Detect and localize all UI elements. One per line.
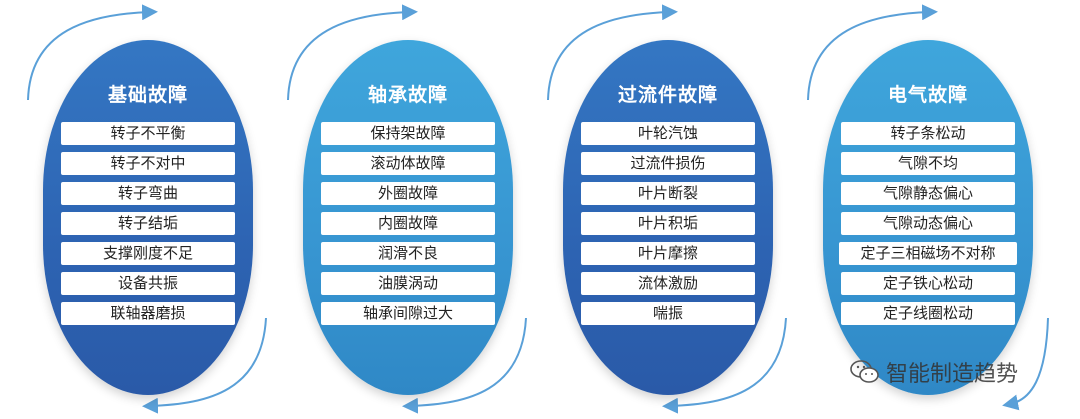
arc-top-1	[27, 4, 158, 101]
wechat-icon	[850, 360, 879, 383]
list-item: 定子三相磁场不对称	[839, 242, 1017, 265]
card-flow-part-faults: 过流件故障 叶轮汽蚀 过流件损伤 叶片断裂 叶片积垢 叶片摩擦 流体激励 喘振	[563, 40, 773, 395]
list-item: 叶片断裂	[581, 182, 755, 205]
arc-bottom-4	[1002, 317, 1049, 411]
list-item: 支撑刚度不足	[61, 242, 235, 265]
list-item: 定子线圈松动	[841, 302, 1015, 325]
list-item: 油膜涡动	[321, 272, 495, 295]
list-item: 气隙动态偏心	[841, 212, 1015, 235]
list-item: 保持架故障	[321, 122, 495, 145]
list-item: 定子铁心松动	[841, 272, 1015, 295]
list-item: 过流件损伤	[581, 152, 755, 175]
list-item: 喘振	[581, 302, 755, 325]
card-title: 过流件故障	[617, 84, 718, 106]
card-title: 基础故障	[107, 84, 188, 106]
arc-top-4	[807, 4, 938, 101]
list-item: 流体激励	[581, 272, 755, 295]
card-basic-faults: 基础故障 转子不平衡 转子不对中 转子弯曲 转子结垢 支撑刚度不足 设备共振 联…	[43, 40, 253, 395]
list-item: 滚动体故障	[321, 152, 495, 175]
list-item: 外圈故障	[321, 182, 495, 205]
watermark: 智能制造趋势	[850, 356, 1018, 388]
watermark-text: 智能制造趋势	[886, 362, 1019, 387]
fault-list: 保持架故障 滚动体故障 外圈故障 内圈故障 润滑不良 油膜涡动 轴承间隙过大	[303, 122, 513, 332]
list-item: 气隙静态偏心	[841, 182, 1015, 205]
list-item: 转子条松动	[841, 122, 1015, 145]
card-bearing-faults: 轴承故障 保持架故障 滚动体故障 外圈故障 内圈故障 润滑不良 油膜涡动 轴承间…	[303, 40, 513, 395]
list-item: 设备共振	[61, 272, 235, 295]
fault-list: 叶轮汽蚀 过流件损伤 叶片断裂 叶片积垢 叶片摩擦 流体激励 喘振	[563, 122, 773, 332]
list-item: 转子不对中	[61, 152, 235, 175]
list-item: 内圈故障	[321, 212, 495, 235]
arc-top-3	[547, 4, 678, 101]
list-item: 气隙不均	[841, 152, 1015, 175]
list-item: 轴承间隙过大	[321, 302, 495, 325]
list-item: 转子弯曲	[61, 182, 235, 205]
card-title: 电气故障	[887, 84, 968, 106]
list-item: 叶片摩擦	[581, 242, 755, 265]
card-electrical-faults: 电气故障 转子条松动 气隙不均 气隙静态偏心 气隙动态偏心 定子三相磁场不对称 …	[823, 40, 1033, 395]
fault-list: 转子条松动 气隙不均 气隙静态偏心 气隙动态偏心 定子三相磁场不对称 定子铁心松…	[823, 122, 1033, 332]
arc-bottom-2	[402, 317, 527, 414]
list-item: 转子结垢	[61, 212, 235, 235]
list-item: 叶轮汽蚀	[581, 122, 755, 145]
arc-bottom-1	[142, 317, 267, 414]
card-title: 轴承故障	[367, 84, 448, 106]
arc-bottom-3	[662, 317, 787, 414]
list-item: 转子不平衡	[61, 122, 235, 145]
list-item: 联轴器磨损	[61, 302, 235, 325]
arc-top-2	[287, 4, 418, 101]
list-item: 叶片积垢	[581, 212, 755, 235]
list-item: 润滑不良	[321, 242, 495, 265]
fault-list: 转子不平衡 转子不对中 转子弯曲 转子结垢 支撑刚度不足 设备共振 联轴器磨损	[43, 122, 253, 332]
